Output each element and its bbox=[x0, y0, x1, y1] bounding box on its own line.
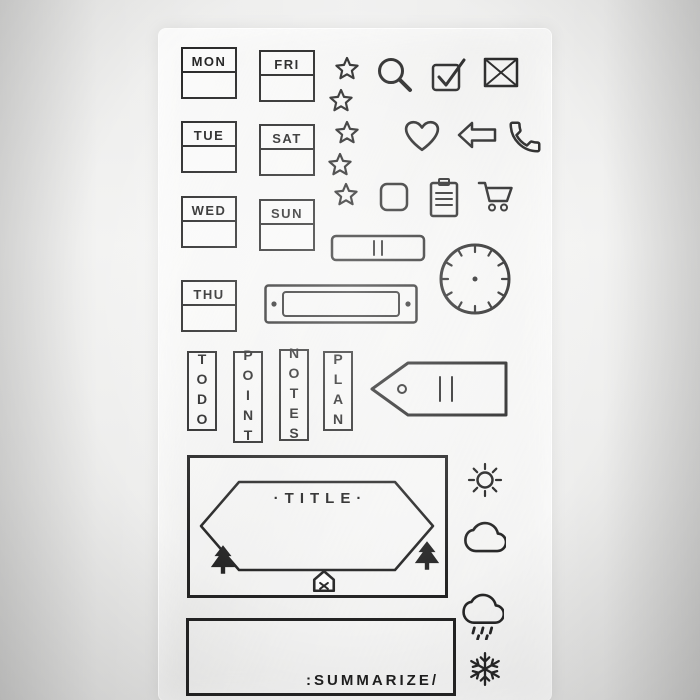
stamp-day-sun: SUN bbox=[259, 199, 315, 251]
phone-icon bbox=[509, 121, 541, 153]
stamp-label-notes: NOTES bbox=[279, 345, 309, 445]
label-plate-icon bbox=[264, 284, 418, 324]
day-label: WED bbox=[183, 198, 235, 222]
stamp-label-point: POINT bbox=[233, 347, 263, 447]
stamp-day-mon: MON bbox=[181, 47, 237, 99]
cloud-icon bbox=[464, 521, 506, 553]
star-icon bbox=[329, 88, 353, 112]
heart-icon bbox=[404, 120, 440, 152]
stamp-day-tue: TUE bbox=[181, 121, 237, 173]
title-text: ·TITLE· bbox=[273, 490, 368, 507]
day-label: FRI bbox=[261, 52, 313, 76]
pine-tree-icon bbox=[210, 545, 236, 574]
stamp-day-fri: FRI bbox=[259, 50, 315, 102]
envelope-icon bbox=[483, 57, 519, 88]
rain-cloud-icon bbox=[462, 593, 504, 640]
stamp-label-plan: PLAN bbox=[323, 351, 353, 431]
rounded-square-icon bbox=[379, 182, 409, 212]
summarize-text: :SUMMARIZE/ bbox=[306, 672, 439, 689]
day-label: SUN bbox=[261, 201, 313, 225]
shopping-cart-icon bbox=[477, 181, 513, 212]
ticket-icon bbox=[330, 234, 426, 262]
stamp-label-todo: TODO bbox=[187, 351, 217, 431]
star-icon bbox=[334, 182, 358, 206]
summarize-frame-stamp: :SUMMARIZE/ bbox=[186, 618, 456, 696]
checkbox-check-icon bbox=[431, 58, 466, 92]
magnifier-icon bbox=[378, 58, 412, 92]
star-icon bbox=[335, 120, 359, 144]
day-label: MON bbox=[183, 49, 235, 73]
stamp-day-thu: THU bbox=[181, 280, 237, 332]
stamp-day-wed: WED bbox=[181, 196, 237, 248]
house-icon bbox=[312, 569, 336, 593]
clipboard-icon bbox=[429, 178, 459, 218]
day-label: SAT bbox=[261, 126, 313, 150]
stamp-day-sat: SAT bbox=[259, 124, 315, 176]
luggage-tag-icon bbox=[370, 361, 508, 417]
title-frame-stamp: ·TITLE· bbox=[187, 455, 448, 598]
day-label: THU bbox=[183, 282, 235, 306]
star-icon bbox=[335, 56, 359, 80]
snowflake-icon bbox=[468, 652, 502, 686]
hexagon-banner bbox=[199, 480, 435, 572]
pine-tree-icon bbox=[414, 541, 440, 570]
sun-icon bbox=[467, 462, 503, 498]
arrow-left-icon bbox=[457, 121, 497, 149]
day-label: TUE bbox=[183, 123, 235, 147]
star-icon bbox=[328, 152, 352, 176]
clock-icon bbox=[439, 243, 511, 315]
